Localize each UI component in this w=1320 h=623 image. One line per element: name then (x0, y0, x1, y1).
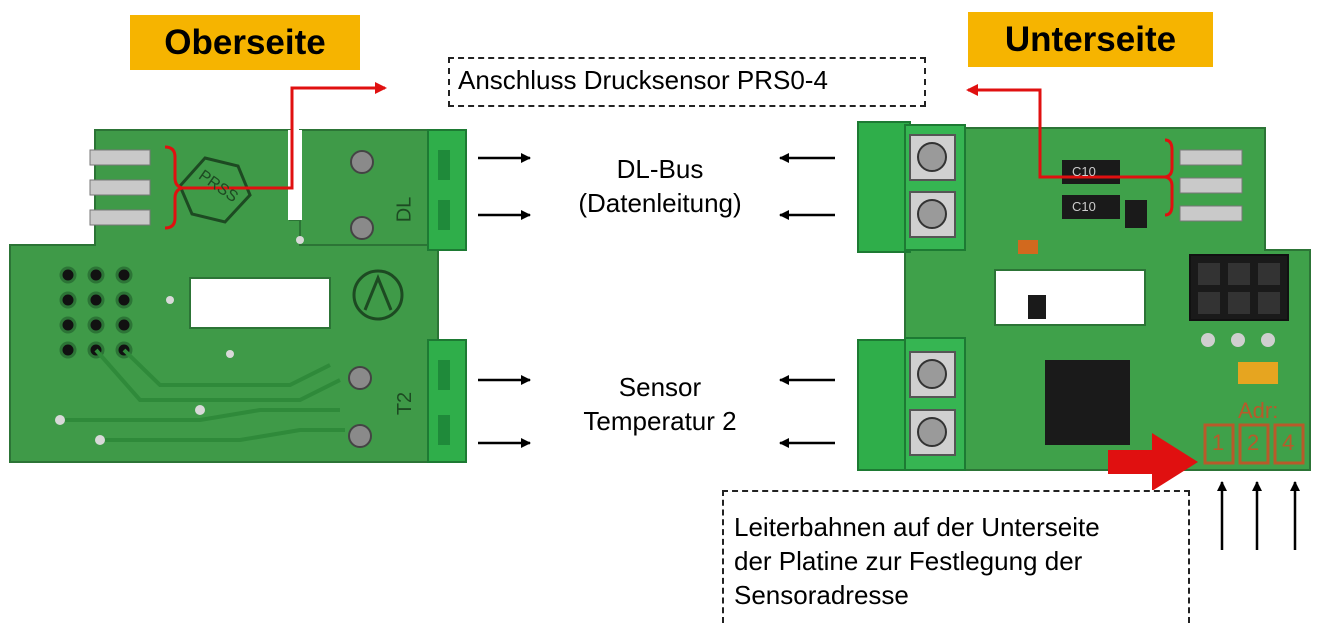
sensor-t2-label: Sensor Temperatur 2 (540, 370, 780, 438)
dl-bus-label: DL-Bus (Datenleitung) (540, 152, 780, 220)
right-pcb (857, 121, 1311, 471)
sensor-t2-line2: Temperatur 2 (583, 406, 737, 436)
address-title: Adr: (1238, 398, 1279, 423)
address-pad-1: 1 (1212, 430, 1225, 455)
right-red-callout-arrow (966, 84, 1165, 179)
sensor-t2-line1: Sensor (618, 372, 702, 402)
left-red-callout-arrow (182, 82, 387, 190)
address-note-callout: Leiterbahnen auf der Unterseite der Plat… (722, 490, 1190, 623)
title-unterseite: Unterseite (968, 12, 1213, 67)
dl-bus-line1: DL-Bus (616, 154, 704, 184)
title-unterseite-text: Unterseite (1004, 19, 1177, 59)
left-dl-marking: DL (393, 196, 416, 223)
address-pad-4: 4 (1282, 430, 1295, 455)
chip-label-1: C10 (1072, 164, 1096, 179)
dl-bus-line2: (Datenleitung) (578, 188, 742, 218)
left-pcb (9, 129, 467, 463)
address-pad-2: 2 (1247, 430, 1260, 455)
note-line-2: der Platine zur Festlegung der (734, 546, 1083, 576)
chip-label-2: C10 (1072, 199, 1096, 214)
title-oberseite-text: Oberseite (164, 22, 326, 62)
note-line-3: Sensoradresse (734, 580, 909, 610)
pressure-sensor-callout: Anschluss Drucksensor PRS0-4 (448, 57, 926, 107)
note-line-1: Leiterbahnen auf der Unterseite (734, 512, 1100, 542)
pressure-sensor-text: Anschluss Drucksensor PRS0-4 (458, 65, 828, 95)
address-pad-arrow (1108, 433, 1198, 491)
left-t2-marking: T2 (394, 391, 417, 416)
title-oberseite: Oberseite (130, 15, 360, 70)
